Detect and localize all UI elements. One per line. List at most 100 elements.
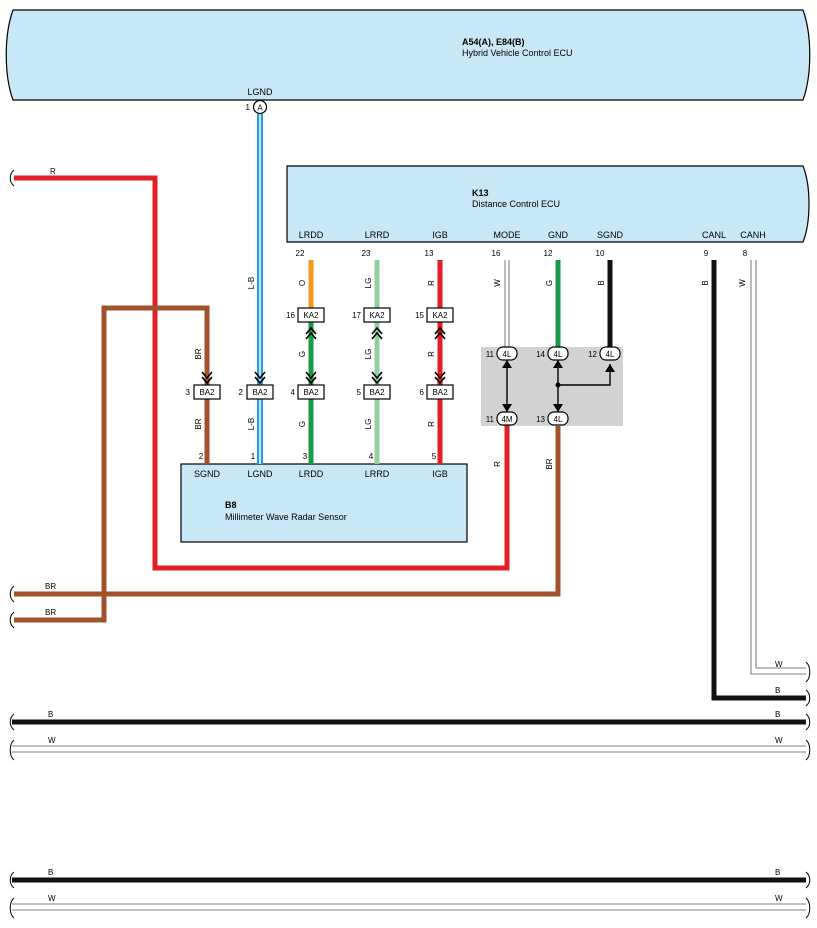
radar-pin-no: 1 [251, 452, 256, 461]
wire-label: W [775, 894, 783, 903]
radar-pin-no: 5 [432, 452, 437, 461]
wire-white-canh [750, 260, 806, 675]
ba2-pin-no: 2 [239, 388, 244, 397]
radar-pin-no: 4 [369, 452, 374, 461]
dc-pin-no: 12 [544, 249, 553, 258]
wire-labels-horizontal: R BR BR W B B B W W B B W W [45, 167, 783, 903]
hv-pin-no: 1 [246, 103, 251, 112]
wire-brown-sgnd [14, 305, 210, 623]
radar-pin-no: 3 [303, 452, 308, 461]
wire-label: L-B [247, 418, 256, 430]
dc-pin-no: 16 [492, 249, 501, 258]
hv-ecu-pin-name: LGND [247, 87, 273, 97]
ka2-pin-no: 15 [415, 311, 424, 320]
wire-label: W [775, 660, 783, 669]
dc-pin-name: CANH [740, 230, 766, 240]
bus-white-2 [12, 903, 806, 911]
junction-label: 4M [501, 415, 512, 424]
dc-pin-name: MODE [494, 230, 521, 240]
wire-label: W [738, 279, 747, 287]
ba2-connectors: BA2 BA2 BA2 BA2 BA2 3 2 4 5 6 [186, 384, 454, 400]
wire-label: R [50, 167, 56, 176]
junction-pin-no: 14 [536, 350, 545, 359]
ka2-label: KA2 [303, 311, 319, 320]
chevron-arrows [201, 326, 446, 385]
wire-label: B [775, 686, 780, 695]
wire-label: O [298, 280, 307, 286]
junction-pin-no: 11 [486, 415, 495, 424]
wire-label: BR [194, 418, 203, 429]
wire-labels-vertical: L-B O LG R W G B B W BR G LG R BR L-B G … [194, 277, 747, 470]
dc-pin-no: 22 [296, 249, 305, 258]
dc-pin-no: 23 [362, 249, 371, 258]
wire-label: G [298, 351, 307, 357]
dc-pin-name: GND [548, 230, 569, 240]
wire-label: BR [45, 582, 56, 591]
hv-ecu-code: A54(A), E84(B) [462, 37, 525, 47]
break-marks [9, 169, 811, 919]
wire-label: W [493, 279, 502, 287]
radar-sensor-box: SGND LGND LRDD LRRD IGB B8 Millimeter Wa… [180, 463, 468, 543]
dc-pin-name: LRRD [365, 230, 390, 240]
hv-ecu-name: Hybrid Vehicle Control ECU [462, 48, 573, 58]
bus-white-1 [12, 745, 806, 753]
hv-ecu-box: A54(A), E84(B) Hybrid Vehicle Control EC… [5, 9, 811, 101]
wire-label: W [48, 736, 56, 745]
ka2-label: KA2 [432, 311, 448, 320]
wire-label: L-B [247, 277, 256, 289]
wire-label: R [427, 421, 436, 427]
wire-label: B [48, 868, 53, 877]
ba2-pin-no: 5 [357, 388, 362, 397]
dc-pin-name: CANL [702, 230, 726, 240]
radar-pin-name: IGB [432, 469, 448, 479]
ba2-label: BA2 [252, 388, 268, 397]
ba2-label: BA2 [303, 388, 319, 397]
radar-code: B8 [225, 500, 237, 510]
hv-connector-circle [252, 99, 268, 115]
radar-pin-name: LRRD [365, 469, 390, 479]
wire-label: W [775, 736, 783, 745]
radar-pin-name: SGND [194, 469, 221, 479]
junction-label: 4L [554, 350, 563, 359]
wire-label: B [701, 280, 710, 285]
wire-label: B [48, 710, 53, 719]
wire-label: LG [364, 278, 373, 289]
junction-label: 4L [503, 350, 512, 359]
dc-ecu-code: K13 [472, 188, 489, 198]
wire-black-canl [711, 260, 806, 701]
wire-label: W [48, 894, 56, 903]
dc-pin-no: 13 [425, 249, 434, 258]
junction-connectors: 4L 4L 4L 4M 4L 11 14 12 11 13 [486, 346, 621, 426]
wire-label: LG [364, 419, 373, 430]
ba2-pin-no: 3 [186, 388, 191, 397]
wire-label: BR [545, 458, 554, 469]
radar-pin-name: LRDD [299, 469, 324, 479]
wire-label: B [775, 868, 780, 877]
ka2-label: KA2 [369, 311, 385, 320]
wire-label: BR [45, 608, 56, 617]
radar-pin-no: 2 [199, 452, 204, 461]
wire-label: LG [364, 349, 373, 360]
dc-pin-no: 10 [596, 249, 605, 258]
ba2-label: BA2 [432, 388, 448, 397]
dc-pin-name: IGB [432, 230, 448, 240]
ba2-label: BA2 [199, 388, 215, 397]
dc-pin-no: 8 [743, 249, 748, 258]
distance-control-ecu-box: K13 Distance Control ECU LRDD LRRD IGB M… [286, 165, 810, 243]
ba2-label: BA2 [369, 388, 385, 397]
radar-pin-name: LGND [247, 469, 273, 479]
junction-pin-no: 13 [536, 415, 545, 424]
dc-pin-no: 9 [704, 249, 709, 258]
dc-pin-name: LRDD [299, 230, 324, 240]
junction-label: 4L [606, 350, 615, 359]
wire-label: R [427, 280, 436, 286]
wire-label: R [427, 351, 436, 357]
wire-label: BR [194, 348, 203, 359]
ka2-pin-no: 16 [286, 311, 295, 320]
wire-red-ig [14, 175, 510, 571]
wire-white-mode [504, 260, 510, 348]
wire-label: B [775, 710, 780, 719]
junction-arrows [502, 360, 615, 412]
junction-label: 4L [554, 415, 563, 424]
